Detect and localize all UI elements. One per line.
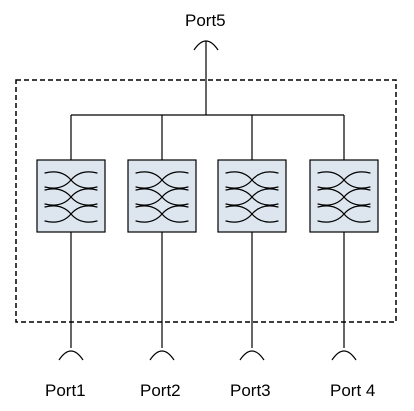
port3-label: Port3	[230, 381, 271, 400]
port1-label: Port1	[45, 381, 86, 400]
filter-wave-icon	[135, 171, 189, 223]
port4-antenna-icon	[331, 350, 357, 361]
filter-wave-icon	[44, 171, 98, 223]
filter-4	[309, 159, 379, 233]
bottom-ports: Port1 Port2 Port3 Port 4	[45, 350, 375, 400]
port4-label: Port 4	[330, 381, 375, 400]
port2-antenna-icon	[149, 350, 175, 361]
port2-label: Port2	[140, 381, 181, 400]
filter-2	[127, 159, 197, 233]
port1-antenna-icon	[58, 350, 84, 361]
filter-3	[217, 159, 287, 233]
filter-wave-icon	[225, 171, 279, 223]
filter-bank	[36, 115, 379, 348]
filter-wave-icon	[317, 171, 371, 223]
port5-label: Port5	[185, 11, 226, 30]
port3-antenna-icon	[239, 350, 265, 361]
filter-1	[36, 159, 106, 233]
multiplexer-enclosure	[15, 79, 397, 323]
